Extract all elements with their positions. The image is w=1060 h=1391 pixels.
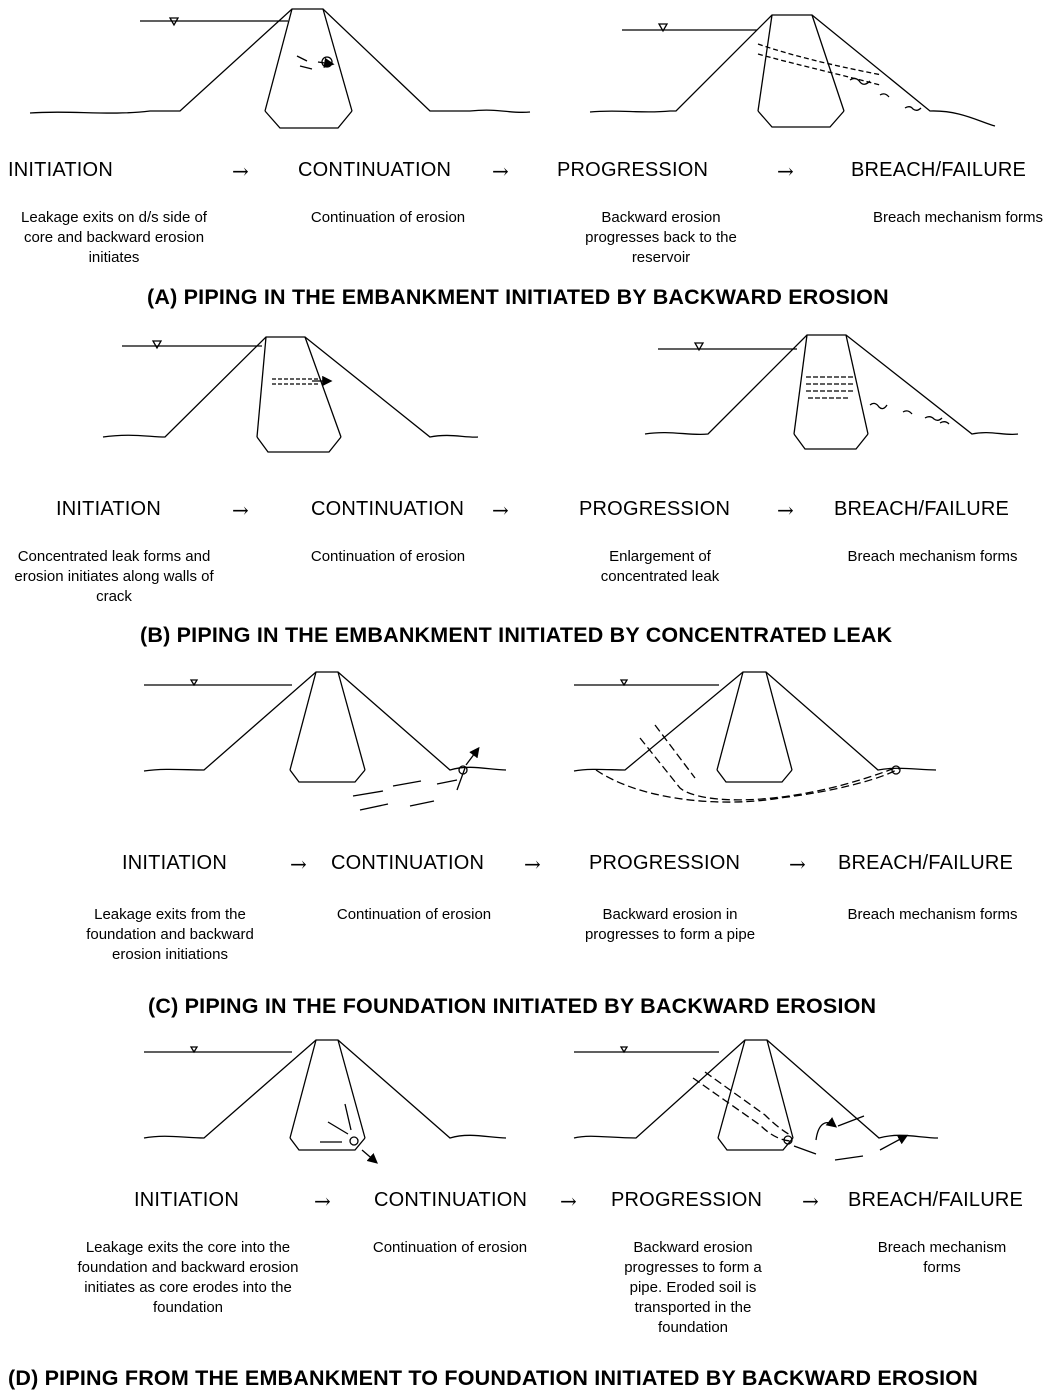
panel-caption: (C) PIPING IN THE FOUNDATION INITIATED B… bbox=[148, 994, 877, 1018]
stage-initiation: INITIATION bbox=[56, 498, 161, 520]
stage-description: Enlargement of concentrated leak bbox=[600, 548, 720, 585]
stage-arrow: → bbox=[777, 159, 794, 183]
stage-continuation: CONTINUATION bbox=[298, 159, 452, 181]
stage-breach: BREACH/FAILURE bbox=[851, 159, 1027, 181]
stage-continuation: CONTINUATION bbox=[331, 852, 485, 874]
stage-description: Leakage exits the core into the foundati… bbox=[77, 1239, 299, 1316]
stage-description: Leakage exits on d/s side of core and ba… bbox=[21, 209, 207, 266]
stage-description: Continuation of erosion bbox=[372, 1239, 528, 1256]
stage-arrow: → bbox=[290, 852, 307, 876]
erosion-arrows bbox=[296, 56, 332, 69]
stage-description: Backward erosion progresses to form a pi… bbox=[624, 1239, 762, 1336]
stage-description: Breach mechanism forms bbox=[877, 1239, 1007, 1276]
stage-description: Breach mechanism forms bbox=[847, 548, 1018, 565]
stage-description: Backward erosion progresses back to the … bbox=[585, 209, 737, 266]
stage-breach: BREACH/FAILURE bbox=[848, 1189, 1024, 1211]
stage-initiation: INITIATION bbox=[8, 159, 113, 181]
stage-progression: PROGRESSION bbox=[611, 1189, 763, 1211]
dam-a-progression bbox=[589, 14, 996, 128]
stage-description: Concentrated leak forms and erosion init… bbox=[14, 548, 214, 605]
dam-a-initiation bbox=[29, 8, 531, 129]
stage-initiation: INITIATION bbox=[122, 852, 227, 874]
dam-b-initiation bbox=[102, 336, 479, 453]
stage-continuation: CONTINUATION bbox=[311, 498, 465, 520]
stage-progression: PROGRESSION bbox=[579, 498, 731, 520]
stage-description: Continuation of erosion bbox=[310, 209, 466, 226]
dam-d-initiation bbox=[143, 1039, 507, 1162]
panel-caption: (A) PIPING IN THE EMBANKMENT INITIATED B… bbox=[147, 285, 889, 309]
stage-arrow: → bbox=[802, 1189, 819, 1213]
stage-arrow: → bbox=[232, 498, 249, 522]
stage-breach: BREACH/FAILURE bbox=[834, 498, 1010, 520]
stage-arrow: → bbox=[789, 852, 806, 876]
dam-c-initiation bbox=[143, 671, 507, 811]
stage-description: Continuation of erosion bbox=[310, 548, 466, 565]
stage-arrow: → bbox=[777, 498, 794, 522]
stage-arrow: → bbox=[232, 159, 249, 183]
dam-d-progression bbox=[573, 1039, 939, 1161]
stage-breach: BREACH/FAILURE bbox=[838, 852, 1014, 874]
stage-arrow: → bbox=[524, 852, 541, 876]
stage-arrow: → bbox=[560, 1189, 577, 1213]
dam-b-progression bbox=[644, 334, 1019, 450]
stage-initiation: INITIATION bbox=[134, 1189, 239, 1211]
stage-progression: PROGRESSION bbox=[557, 159, 709, 181]
stage-description: Breach mechanism forms bbox=[872, 209, 1044, 226]
panel-caption: (B) PIPING IN THE EMBANKMENT INITIATED B… bbox=[140, 623, 893, 647]
stage-description: Leakage exits from the foundation and ba… bbox=[86, 906, 254, 963]
stage-description: Continuation of erosion bbox=[336, 906, 492, 923]
stage-description: Backward erosion in progresses to form a… bbox=[584, 906, 756, 943]
panel-caption: (D) PIPING FROM THE EMBANKMENT TO FOUNDA… bbox=[8, 1366, 978, 1390]
stage-continuation: CONTINUATION bbox=[374, 1189, 528, 1211]
stage-arrow: → bbox=[492, 159, 509, 183]
stage-description: Breach mechanism forms bbox=[847, 906, 1018, 923]
stage-arrow: → bbox=[314, 1189, 331, 1213]
dam-c-progression bbox=[573, 671, 937, 803]
stage-arrow: → bbox=[492, 498, 509, 522]
stage-progression: PROGRESSION bbox=[589, 852, 741, 874]
